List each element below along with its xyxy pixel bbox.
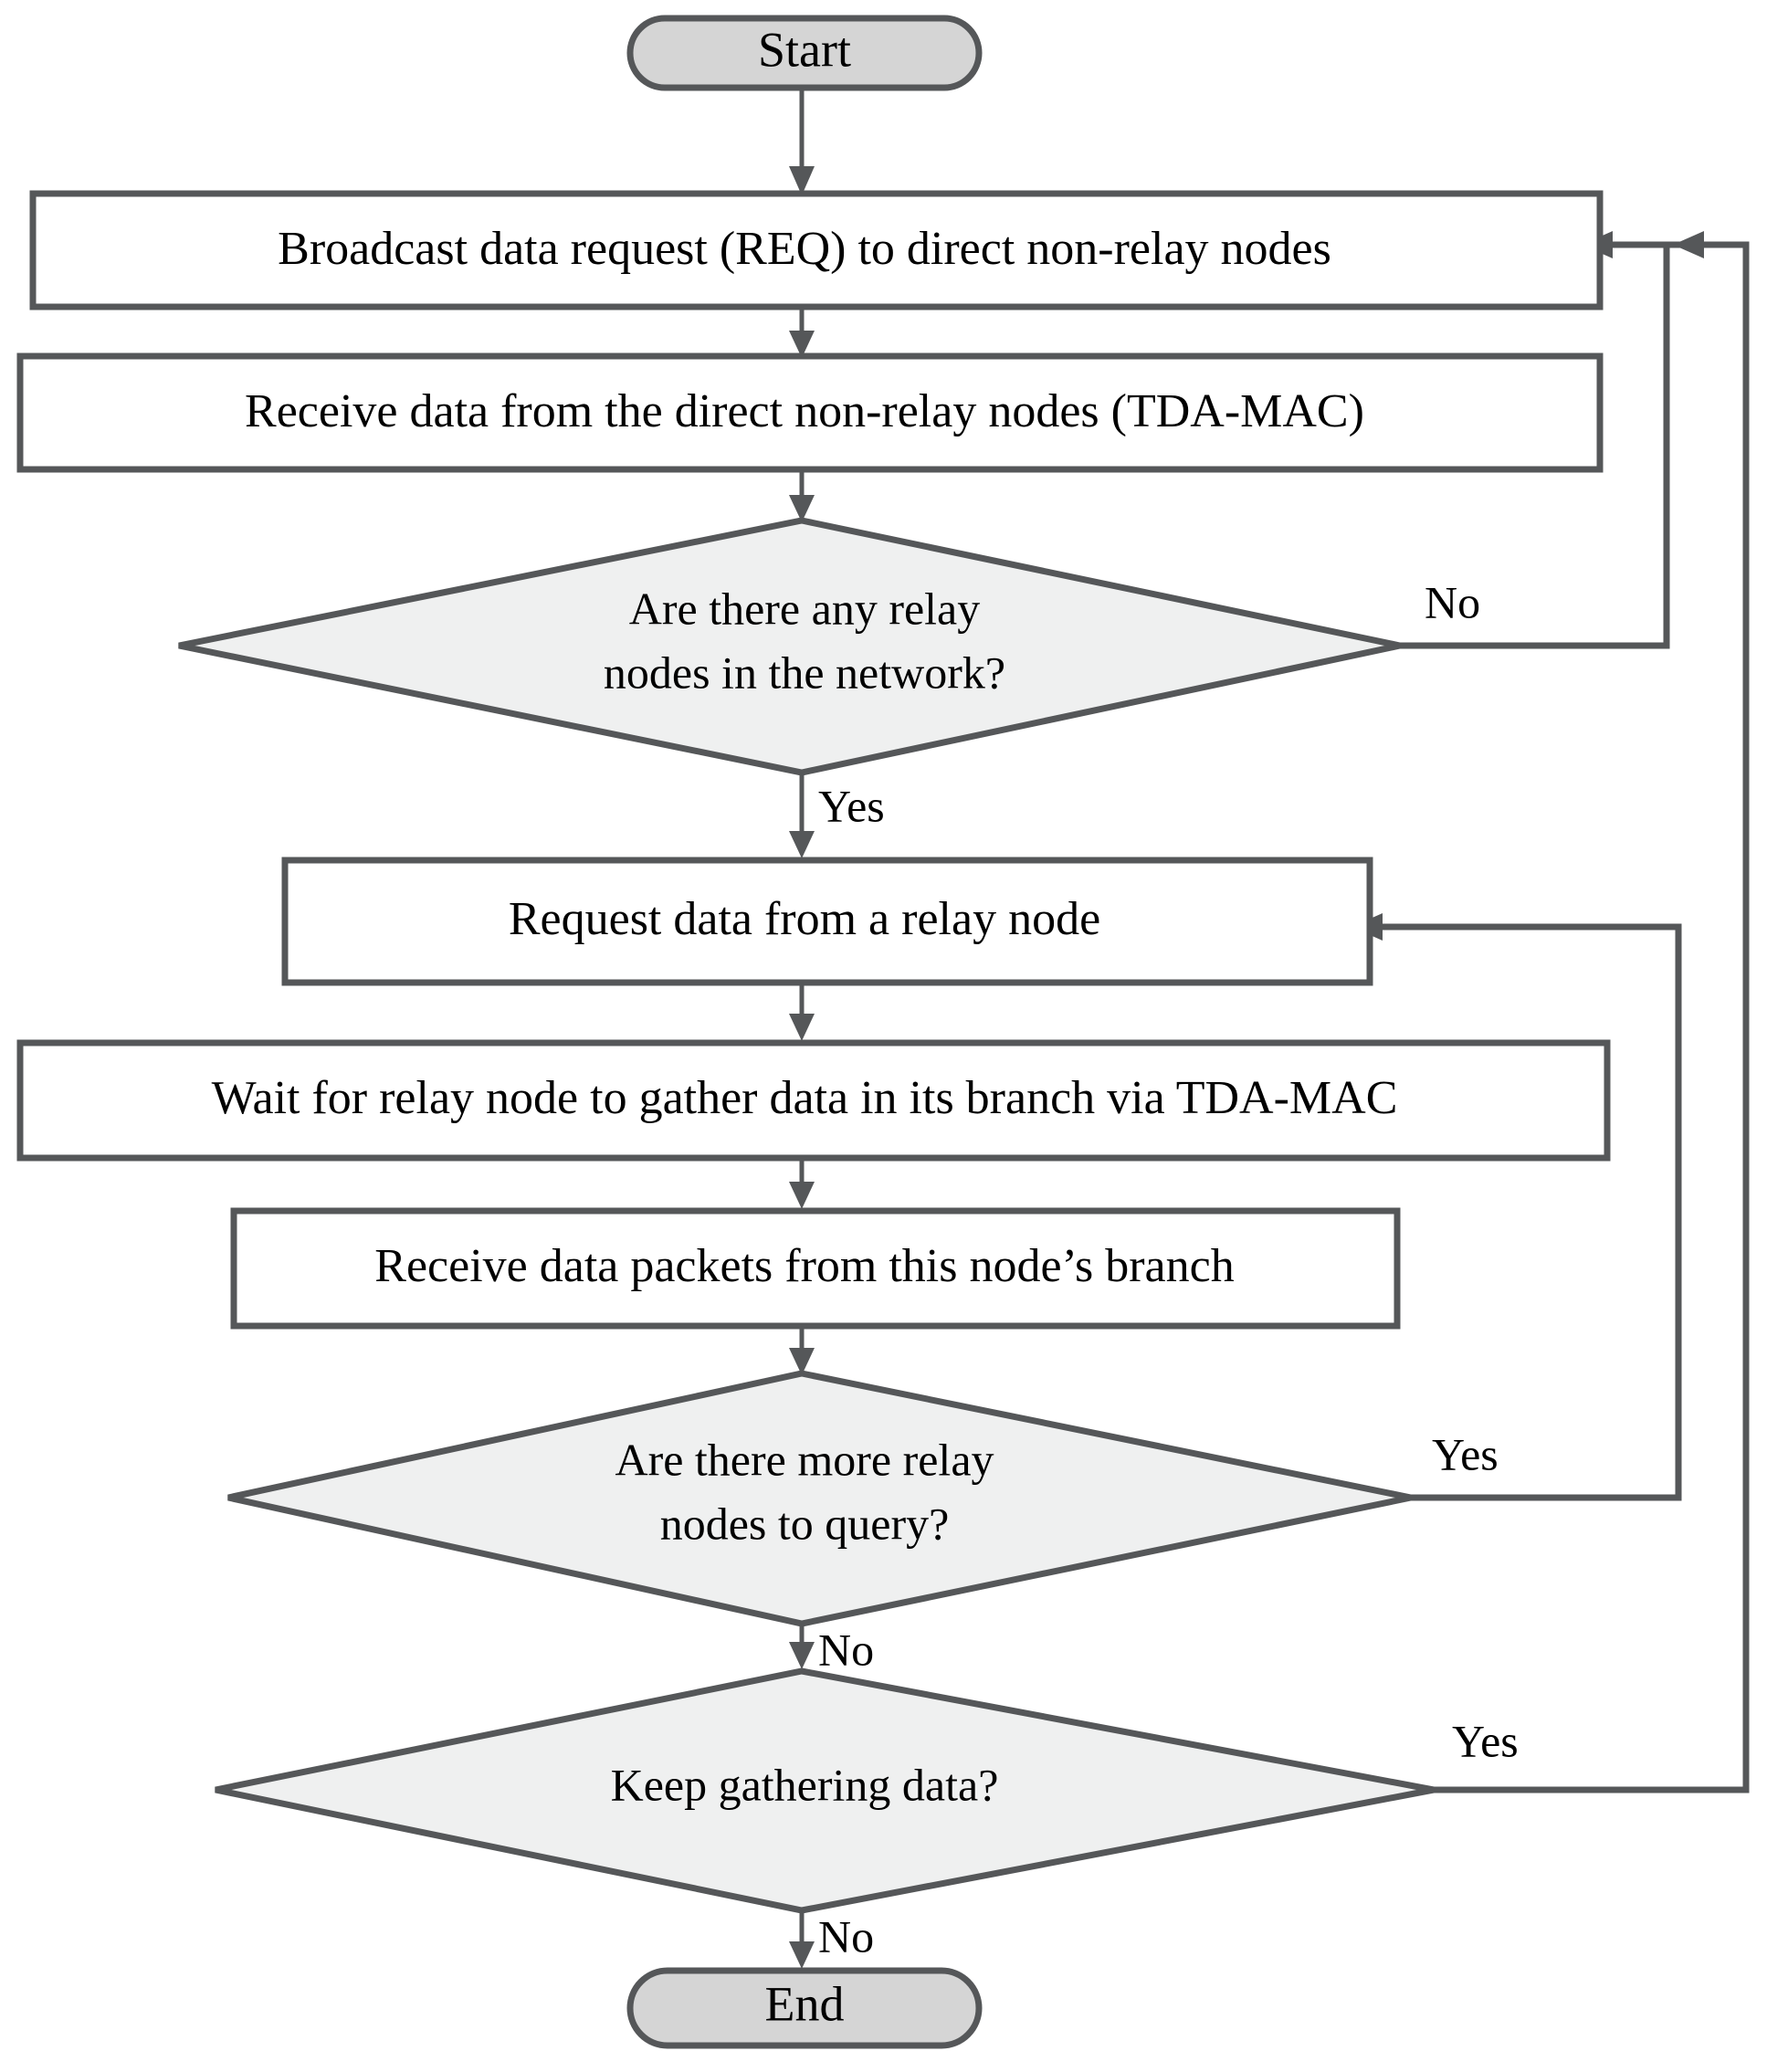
connector-wait-to-receive-branch [789,1158,815,1209]
more-relay-nodes-diamond [227,1370,1412,1627]
broadcast-request-box [29,190,1604,310]
connector-decision2-yes-loop [1352,913,1682,1501]
request-relay-data-box [281,857,1373,986]
broadcast-request-label: Broadcast data request (REQ) to direct n… [278,223,1331,275]
any-relay-nodes-diamond [178,517,1401,776]
more-relay-nodes-label-line2: nodes to query? [660,1498,950,1549]
edge-label-decision3-yes: Yes [1452,1715,1519,1766]
node-receive-branch[interactable]: Receive data packets from this node’s br… [230,1207,1401,1330]
edge-label-decision3-no: No [818,1910,874,1962]
wait-relay-box [16,1039,1611,1162]
connector-request-to-wait [789,983,815,1041]
wait-relay-label: Wait for relay node to gather data in it… [212,1072,1398,1124]
request-relay-data-label: Request data from a relay node [509,893,1100,945]
connector-decision3-yes-outer-loop [1434,231,1750,1793]
node-start[interactable]: Start [626,15,983,91]
start-label: Start [758,22,851,77]
connector-receive-to-decision1 [789,468,815,522]
connector-receive-branch-to-decision2 [789,1326,815,1375]
keep-gathering-label: Keep gathering data? [611,1759,999,1810]
node-request-relay-data[interactable]: Request data from a relay node [281,857,1373,986]
end-terminal-shape [626,1967,983,2049]
node-wait-relay[interactable]: Wait for relay node to gather data in it… [16,1039,1611,1162]
end-label: End [765,1976,845,2031]
connector-start-to-broadcast [789,88,815,195]
connector-broadcast-to-receive [789,308,815,358]
node-decision-keep-gathering[interactable]: Keep gathering data? [215,1667,1435,1914]
receive-direct-box [16,352,1604,473]
any-relay-nodes-label-line1: Are there any relay [629,583,981,634]
connector-decision3-no-to-end [789,1910,815,1969]
node-broadcast-request[interactable]: Broadcast data request (REQ) to direct n… [29,190,1604,310]
connector-decision2-no-to-decision3 [789,1624,815,1669]
node-decision-any-relay-nodes[interactable]: Are there any relay nodes in the network… [178,517,1401,776]
keep-gathering-diamond [215,1667,1435,1914]
node-decision-more-relay-nodes[interactable]: Are there more relay nodes to query? [227,1370,1412,1627]
edge-label-decision2-yes: Yes [1432,1428,1499,1479]
any-relay-nodes-label-line2: nodes in the network? [604,647,1005,698]
edge-label-decision2-no: No [818,1624,874,1675]
receive-branch-box [230,1207,1401,1330]
receive-branch-label: Receive data packets from this node’s br… [374,1240,1234,1292]
start-terminal-shape [626,15,983,91]
node-receive-direct[interactable]: Receive data from the direct non-relay n… [16,352,1604,473]
connector-decision1-yes-to-request [789,773,815,858]
node-end[interactable]: End [626,1967,983,2049]
edge-label-decision1-yes: Yes [818,780,885,831]
more-relay-nodes-label-line1: Are there more relay [615,1434,994,1485]
receive-direct-label: Receive data from the direct non-relay n… [245,385,1364,437]
edge-label-decision1-no: No [1425,576,1480,627]
